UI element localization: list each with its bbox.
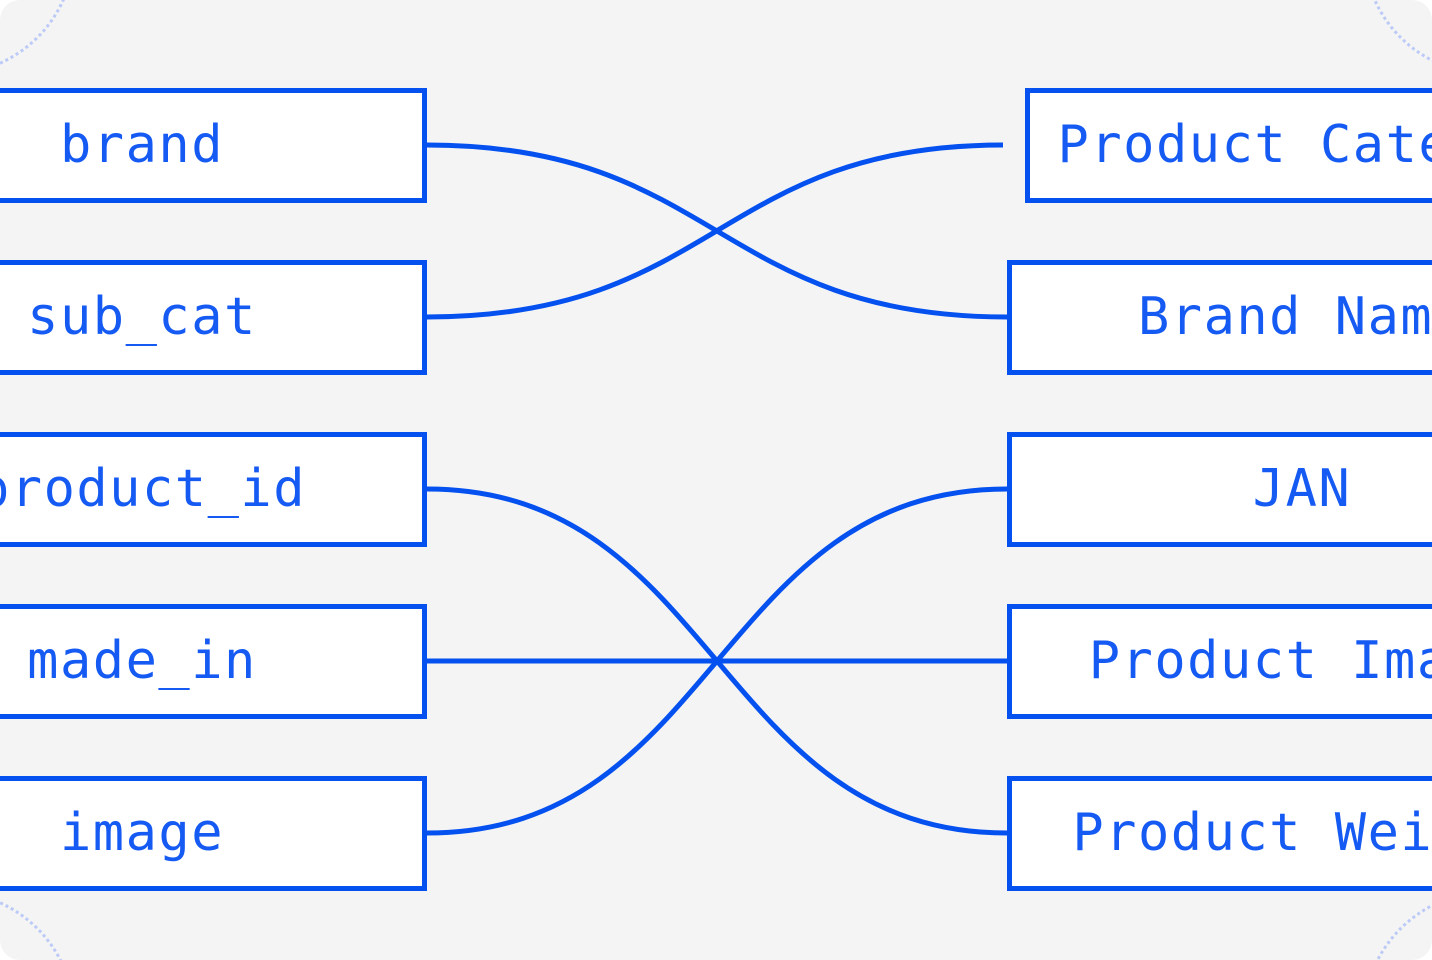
field-box-jan[interactable]: JAN [1007, 431, 1432, 547]
field-box-brand[interactable]: brand [0, 87, 427, 203]
corner-arc-top-right [1362, 0, 1432, 76]
wire-product-id-to-product-weight [426, 486, 1008, 836]
field-label: JAN [1252, 459, 1352, 519]
field-label: Product Weight [1072, 803, 1432, 863]
wire-sub-cat-to-product-category [426, 142, 1004, 320]
field-label: Product Image [1088, 631, 1432, 691]
field-label: brand [59, 115, 225, 175]
wire-image-to-jan [426, 486, 1008, 836]
field-label: Product Category [1057, 115, 1432, 175]
field-label: image [59, 803, 225, 863]
field-box-product-id[interactable]: product_id [0, 431, 427, 547]
wire-brand-to-brand-name [426, 142, 1008, 320]
field-label: product_id [0, 459, 307, 519]
field-box-product-image[interactable]: Product Image [1007, 603, 1432, 719]
field-label: sub_cat [27, 287, 257, 347]
field-box-image[interactable]: image [0, 775, 427, 891]
field-box-product-category[interactable]: Product Category [1025, 87, 1432, 203]
field-label: made_in [27, 631, 257, 691]
field-box-made-in[interactable]: made_in [0, 603, 427, 719]
field-box-sub-cat[interactable]: sub_cat [0, 259, 427, 375]
field-box-product-weight[interactable]: Product Weight [1007, 775, 1432, 891]
field-label: Brand Name [1137, 287, 1432, 347]
corner-arc-bottom-left [0, 890, 76, 960]
corner-arc-top-left [0, 0, 76, 76]
field-box-brand-name[interactable]: Brand Name [1007, 259, 1432, 375]
corner-arc-bottom-right [1362, 890, 1432, 960]
